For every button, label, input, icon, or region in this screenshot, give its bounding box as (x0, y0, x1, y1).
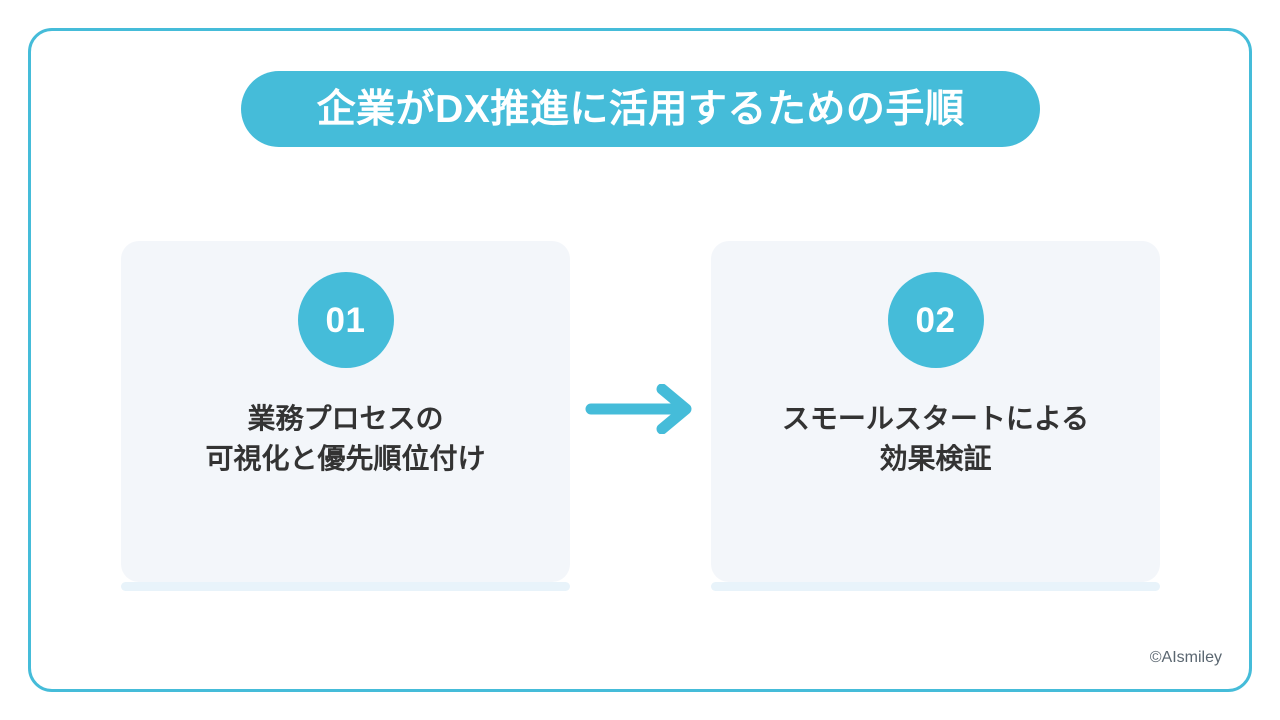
arrow-right-icon (583, 383, 699, 435)
arrow-right-glyph (585, 383, 692, 435)
step-number-label: 02 (915, 300, 956, 340)
page-title: 企業がDX推進に活用するための手順 (316, 87, 965, 131)
step-card-01: 01 業務プロセスの 可視化と優先順位付け (121, 241, 570, 591)
step-card-body: 01 業務プロセスの 可視化と優先順位付け (121, 241, 570, 582)
step-card-02: 02 スモールスタートによる 効果検証 (711, 241, 1160, 591)
slide-title-pill: 企業がDX推進に活用するための手順 (241, 71, 1040, 147)
step-card-underbar (121, 582, 570, 591)
step-title-text: スモールスタートによる 効果検証 (781, 403, 1090, 474)
step-card-body: 02 スモールスタートによる 効果検証 (711, 241, 1160, 582)
step-card-underbar (711, 582, 1160, 591)
step-title-text: 業務プロセスの 可視化と優先順位付け (205, 403, 486, 474)
step-number-badge: 02 (887, 272, 984, 368)
slide-border-frame (28, 28, 1252, 692)
step-number-badge: 01 (297, 272, 394, 368)
step-number-label: 01 (325, 300, 366, 340)
copyright-notice: ©AIsmiley (1149, 649, 1222, 666)
